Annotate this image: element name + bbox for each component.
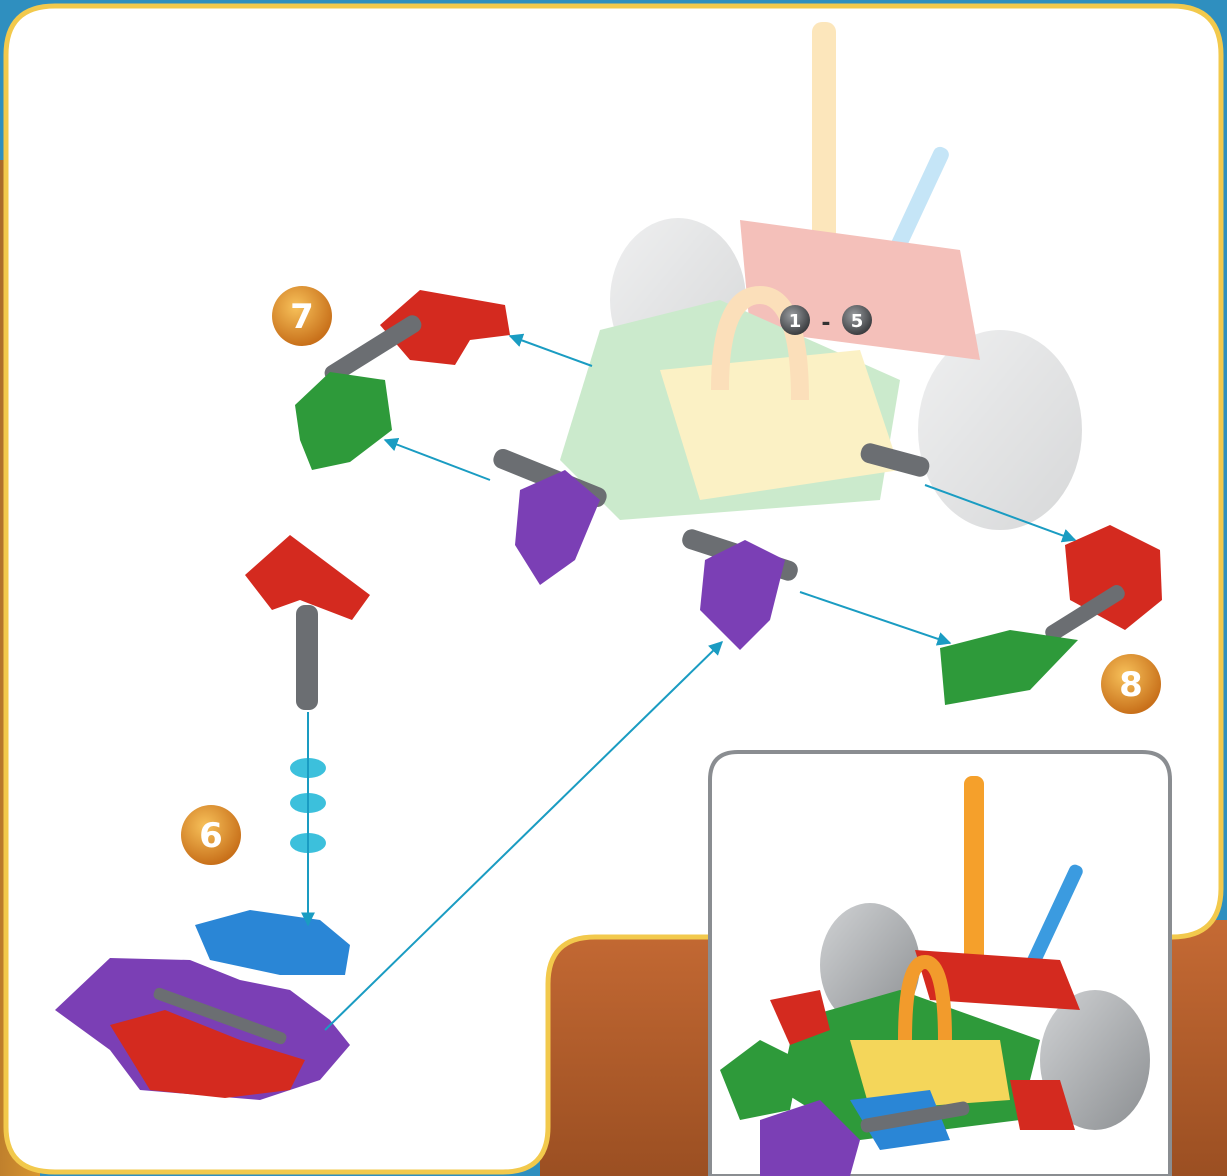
ref-start-number: 1 xyxy=(789,311,802,332)
inset-preview xyxy=(710,752,1170,1176)
step-6-badge: 6 xyxy=(181,805,241,865)
step-8-badge: 8 xyxy=(1101,654,1161,714)
step-7-badge: 7 xyxy=(272,286,332,346)
step-8-number: 8 xyxy=(1119,665,1143,705)
step-7-number: 7 xyxy=(290,297,314,337)
ref-dash: - xyxy=(821,311,830,336)
gray-rod-part xyxy=(296,605,318,710)
ref-end-number: 5 xyxy=(851,311,864,332)
step-6-number: 6 xyxy=(199,816,223,856)
